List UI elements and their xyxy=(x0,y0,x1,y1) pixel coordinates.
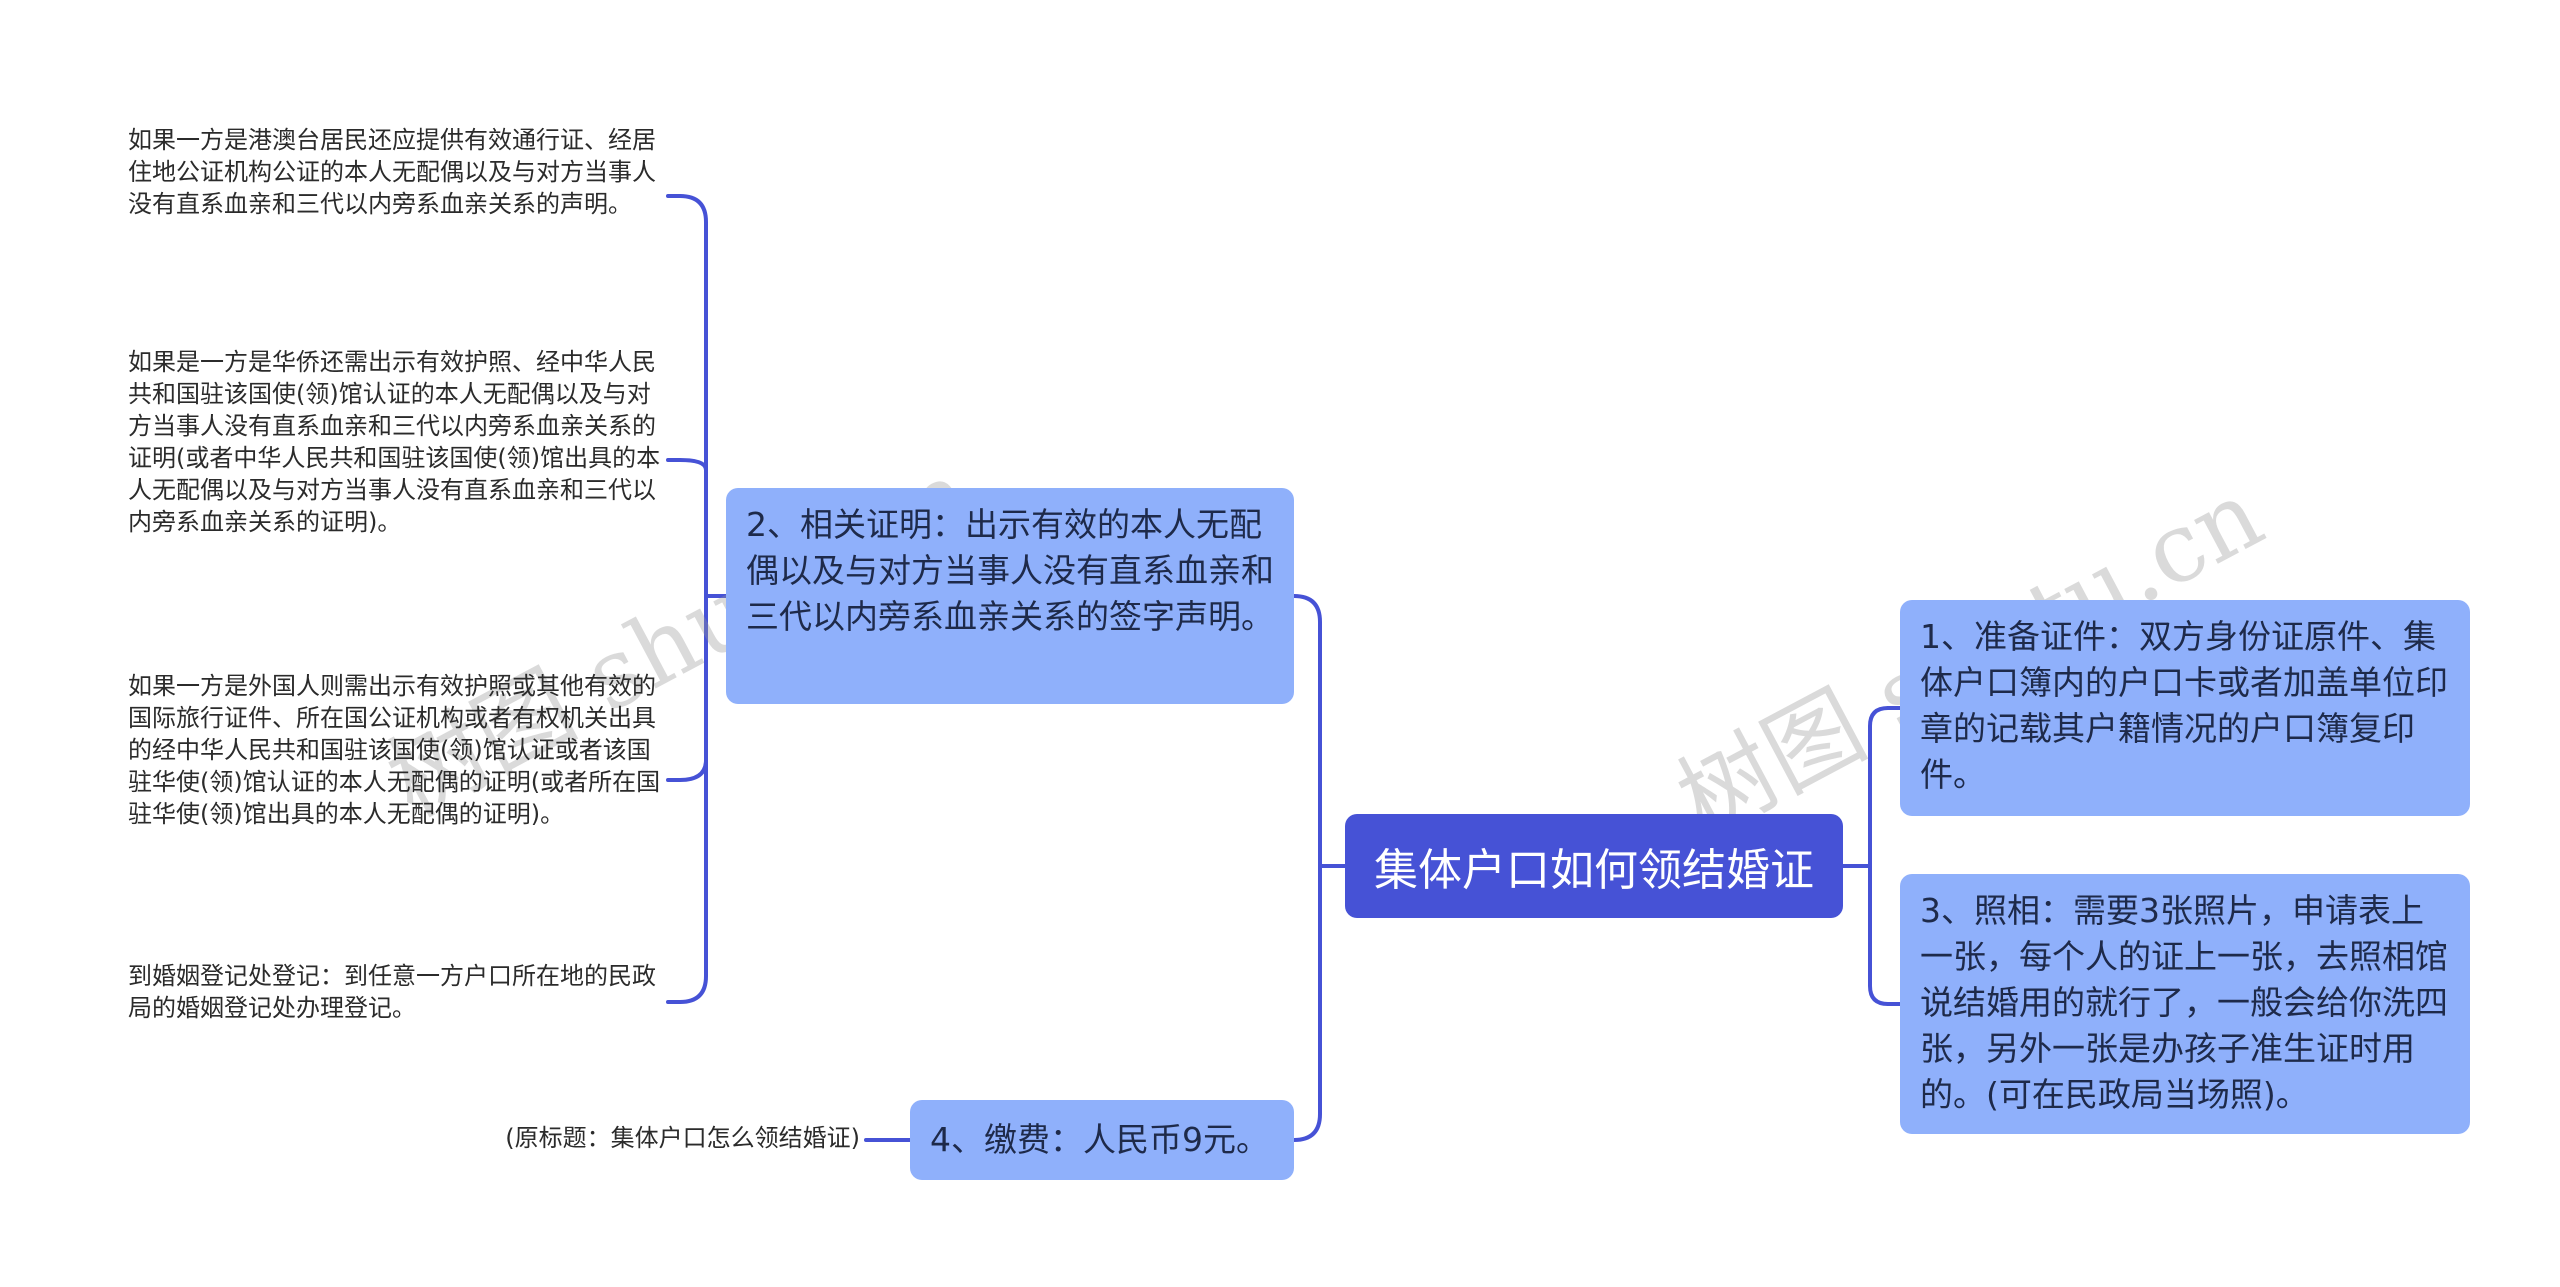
link-n2-trunk xyxy=(678,194,708,1004)
topic-prepare-documents[interactable]: 1、准备证件：双方身份证原件、集体户口簿内的户口卡或者加盖单位印章的记载其户籍情… xyxy=(1900,600,2470,816)
subtopic-foreigner[interactable]: 如果一方是外国人则需出示有效护照或其他有效的国际旅行证件、所在国公证机构或者有权… xyxy=(128,672,661,828)
topic-related-certificates[interactable]: 2、相关证明：出示有效的本人无配偶以及与对方当事人没有直系血亲和三代以内旁系血亲… xyxy=(726,488,1294,704)
topic-photos[interactable]: 3、照相：需要3张照片，申请表上一张，每个人的证上一张，去照相馆说结婚用的就行了… xyxy=(1900,874,2470,1134)
link-leaf-3 xyxy=(666,758,708,782)
link-left-trunk xyxy=(1292,594,1322,1142)
subtopic-overseas-chinese[interactable]: 如果是一方是华侨还需出示有效护照、经中华人民共和国驻该国使(领)馆认证的本人无配… xyxy=(128,348,661,536)
subtopic-registration-office[interactable]: 到婚姻登记处登记：到任意一方户口所在地的民政局的婚姻登记处办理登记。 xyxy=(128,962,656,1022)
subtopic-original-title[interactable]: (原标题：集体户口怎么领结婚证) xyxy=(505,1124,860,1152)
link-right-trunk xyxy=(1868,706,1890,1006)
root-topic[interactable]: 集体户口如何领结婚证 xyxy=(1345,814,1843,918)
topic-fee[interactable]: 4、缴费：人民币9元。 xyxy=(910,1100,1294,1180)
link-leaf-2 xyxy=(666,458,708,472)
subtopic-hk-macau-taiwan[interactable]: 如果一方是港澳台居民还应提供有效通行证、经居住地公证机构公证的本人无配偶以及与对… xyxy=(128,126,656,218)
